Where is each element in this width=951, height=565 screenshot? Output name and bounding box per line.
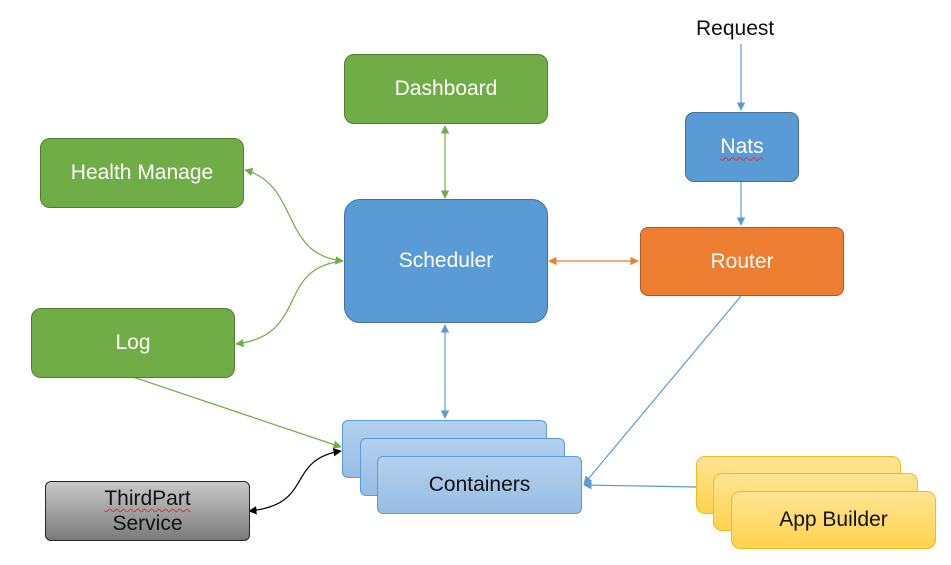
router-node[interactable]: Router <box>640 227 844 296</box>
containers-node[interactable]: Containers <box>377 456 582 514</box>
request-label: Request <box>696 17 775 40</box>
edge-appbuilder-containers <box>583 480 698 490</box>
containers-label: Containers <box>428 473 531 497</box>
log-node[interactable]: Log <box>31 308 235 378</box>
app-builder-node[interactable]: App Builder <box>731 491 936 549</box>
nats-label: Nats <box>720 135 764 159</box>
edge-scheduler-log <box>235 260 344 348</box>
health-manage-label: Health Manage <box>70 161 214 185</box>
dashboard-node[interactable]: Dashboard <box>344 54 548 124</box>
thirdpart-label-line2: Service <box>112 512 183 535</box>
edge-containers-thirdpart <box>248 448 342 515</box>
nats-node[interactable]: Nats <box>685 112 799 182</box>
app-builder-label: App Builder <box>779 508 888 532</box>
scheduler-label: Scheduler <box>398 249 494 273</box>
edge-router-containers <box>583 295 742 485</box>
edge-log-containers <box>132 376 342 449</box>
edge-health-scheduler <box>244 167 344 265</box>
scheduler-node[interactable]: Scheduler <box>344 199 548 323</box>
dashboard-label: Dashboard <box>394 77 498 101</box>
thirdpart-label-line1: ThirdPart <box>104 486 191 510</box>
thirdpart-service-node[interactable]: ThirdPart Service <box>45 481 250 541</box>
router-label: Router <box>710 249 774 273</box>
health-manage-node[interactable]: Health Manage <box>40 138 244 208</box>
log-label: Log <box>115 331 151 355</box>
